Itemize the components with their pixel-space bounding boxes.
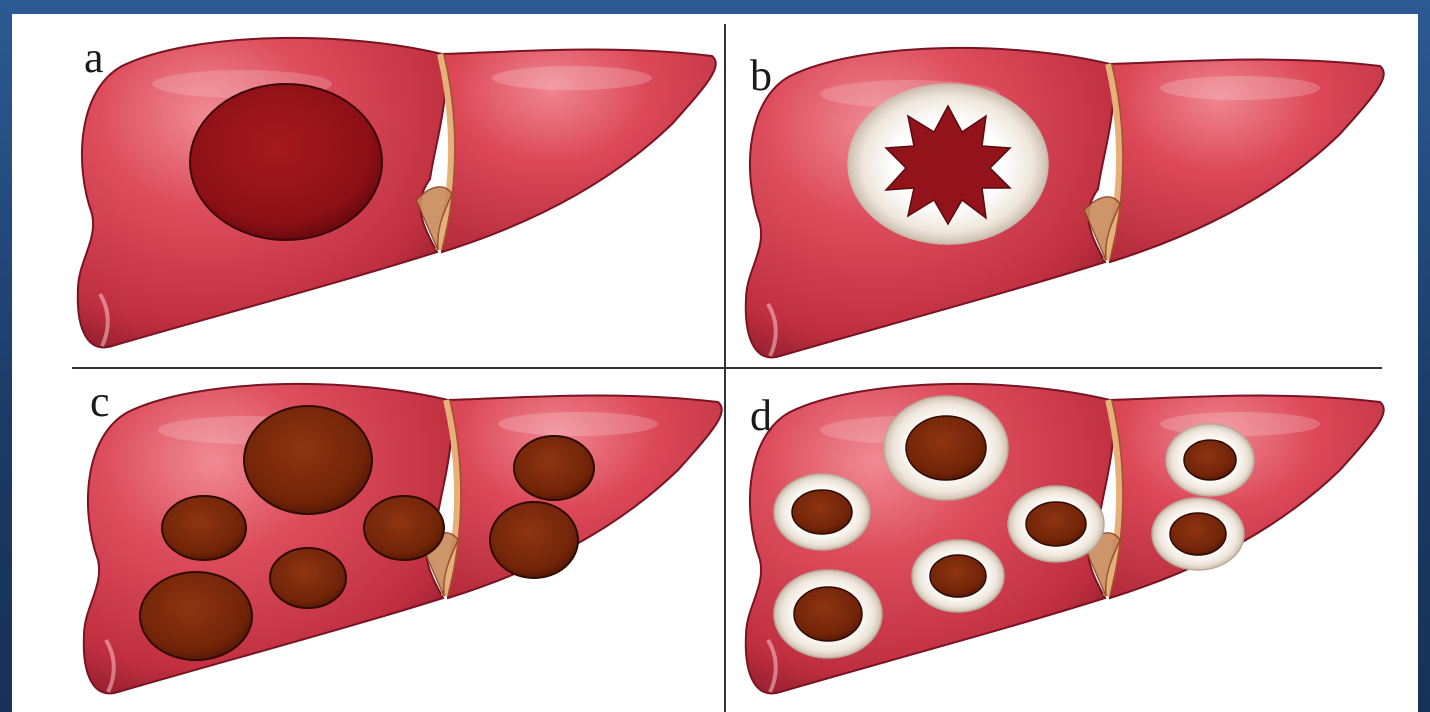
panel-c (84, 384, 722, 694)
encapsulated-cyst (912, 540, 1004, 612)
large-cyst (190, 84, 382, 240)
encapsulated-cyst (774, 570, 882, 658)
cyst (514, 436, 594, 500)
encapsulated-cyst (1166, 424, 1254, 496)
panel-label-d: d (750, 394, 772, 438)
encapsulated-cyst (774, 474, 870, 550)
cyst (244, 406, 372, 514)
panel-a (78, 38, 716, 348)
cyst (162, 496, 246, 560)
encapsulated-cyst (1152, 498, 1244, 570)
panel-label-b: b (750, 54, 772, 98)
panel-label-a: a (84, 36, 104, 80)
panel-label-c: c (90, 380, 110, 424)
cyst (270, 548, 346, 608)
encapsulated-cyst (1008, 486, 1104, 562)
panel-b (746, 48, 1384, 358)
panel-d (746, 384, 1384, 694)
encapsulated-cyst (884, 396, 1008, 500)
liver-lesion-figure: a b c d (12, 14, 1418, 712)
liver-diagram-svg (12, 14, 1418, 712)
cyst (490, 502, 578, 578)
cyst (140, 572, 252, 660)
cyst (364, 496, 444, 560)
